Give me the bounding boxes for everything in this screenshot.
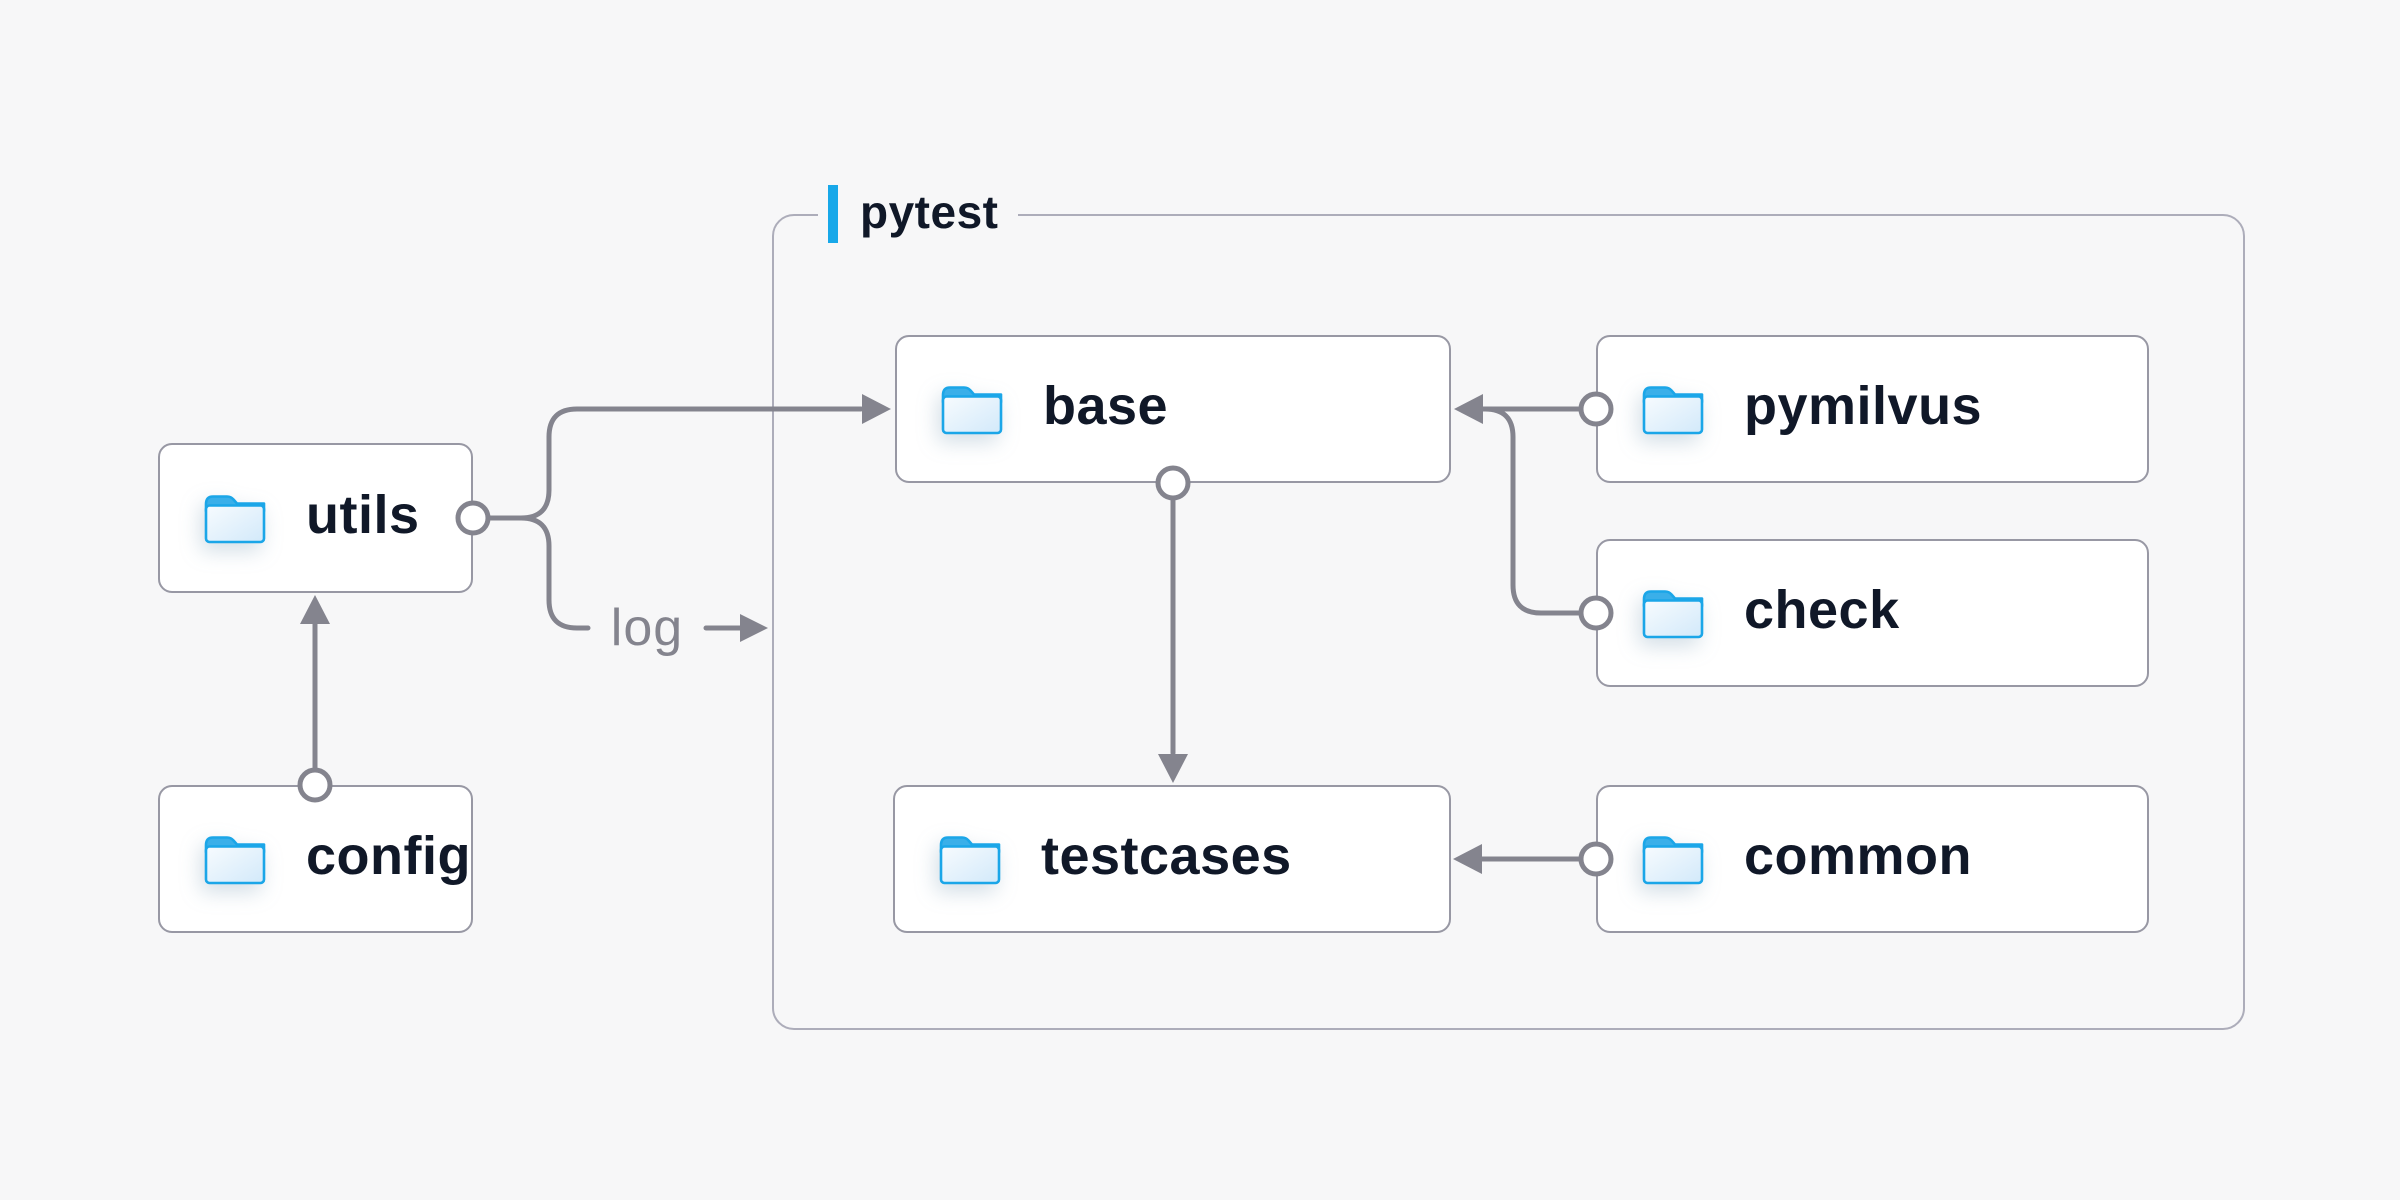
node-label: pymilvus xyxy=(1744,376,1983,436)
node-label: utils xyxy=(306,485,420,545)
node-label: testcases xyxy=(1041,826,1292,886)
node-common: common xyxy=(1596,785,2149,933)
node-pymilvus: pymilvus xyxy=(1596,335,2149,483)
node-label: config xyxy=(306,826,471,886)
node-check: check xyxy=(1596,539,2149,687)
folder-icon xyxy=(939,836,1001,885)
folder-icon xyxy=(204,836,266,885)
node-label: common xyxy=(1744,826,1973,886)
accent-bar-icon xyxy=(828,185,838,243)
pytest-group-label: pytest xyxy=(818,184,1019,244)
folder-icon xyxy=(1642,590,1704,639)
edge-config-utils xyxy=(297,595,333,803)
edge-label-log: log xyxy=(610,599,684,657)
folder-icon xyxy=(941,386,1003,435)
pytest-group-title: pytest xyxy=(860,186,999,238)
node-utils: utils xyxy=(158,443,473,593)
folder-icon xyxy=(204,495,266,544)
node-testcases: testcases xyxy=(893,785,1451,933)
pytest-group-container xyxy=(772,214,2245,1030)
folder-icon xyxy=(1642,386,1704,435)
node-label: base xyxy=(1043,376,1169,436)
node-base: base xyxy=(895,335,1451,483)
node-label: check xyxy=(1744,580,1900,640)
node-config: config xyxy=(158,785,473,933)
folder-icon xyxy=(1642,836,1704,885)
